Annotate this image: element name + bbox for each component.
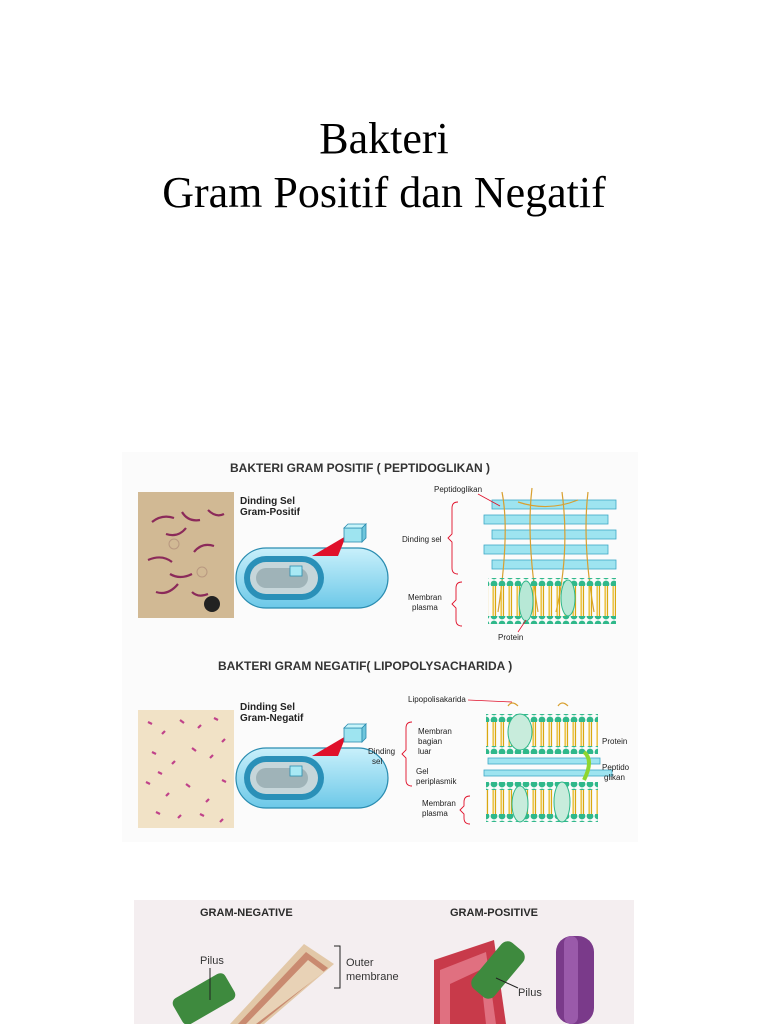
positive-heading: BAKTERI GRAM POSITIF ( PEPTIDOGLIKAN ) bbox=[230, 461, 490, 475]
title-line-1: Bakteri bbox=[319, 114, 449, 163]
page-title: Bakteri Gram Positif dan Negatif bbox=[0, 112, 768, 220]
negative-cell-label-1: Dinding Sel bbox=[240, 702, 295, 713]
outer-membrane-label-1: Outer bbox=[346, 957, 374, 969]
negative-cell-label-2: Gram-Negatif bbox=[240, 713, 304, 724]
peptido-label-2: glikan bbox=[604, 773, 625, 782]
peptido-label-1: Peptido bbox=[602, 763, 630, 772]
negative-micrograph bbox=[138, 710, 234, 828]
gram-diagram-figure: BAKTERI GRAM POSITIF ( PEPTIDOGLIKAN ) D… bbox=[122, 452, 638, 842]
negative-membran-plasma-label-1: Membran bbox=[422, 799, 456, 808]
peptidoglikan-label: Peptidoglikan bbox=[434, 485, 482, 494]
outer-membrane-label-2: membrane bbox=[346, 971, 399, 983]
negative-plasma-membrane bbox=[486, 781, 598, 823]
positive-cell-illustration bbox=[235, 523, 389, 609]
membran-luar-label-3: luar bbox=[418, 747, 432, 756]
title-line-2: Gram Positif dan Negatif bbox=[162, 168, 606, 217]
membran-luar-label-2: bagian bbox=[418, 737, 442, 746]
cell-wall-photo-svg: GRAM-NEGATIVE GRAM-POSITIVE Pilus Outer … bbox=[172, 907, 594, 1024]
positive-membran-label-1: Membran bbox=[408, 593, 442, 602]
gram-positive-heading: GRAM-POSITIVE bbox=[450, 907, 538, 919]
positive-membrane bbox=[488, 578, 616, 624]
positive-cell-label-1: Dinding Sel bbox=[240, 496, 295, 507]
gel-label-2: periplasmik bbox=[416, 777, 457, 786]
positive-wall-layers bbox=[483, 487, 617, 613]
negative-periplasm-layer bbox=[483, 750, 613, 781]
membran-luar-label-1: Membran bbox=[418, 727, 452, 736]
gram-diagram-svg: BAKTERI GRAM POSITIF ( PEPTIDOGLIKAN ) D… bbox=[138, 461, 630, 828]
gram-negative-heading: GRAM-NEGATIVE bbox=[200, 907, 293, 919]
gram-positive-wall-illustration bbox=[434, 936, 594, 1024]
positive-cell-label-2: Gram-Positif bbox=[240, 507, 301, 518]
positive-protein-label: Protein bbox=[498, 633, 523, 642]
negative-membran-plasma-label-2: plasma bbox=[422, 809, 448, 818]
pilus-left-label: Pilus bbox=[200, 955, 224, 967]
negative-cell-illustration bbox=[235, 723, 389, 809]
negative-protein-label: Protein bbox=[602, 737, 627, 746]
negative-heading: BAKTERI GRAM NEGATIF( LIPOPOLYSACHARIDA … bbox=[218, 659, 512, 673]
lipopolisakarida-label: Lipopolisakarida bbox=[408, 695, 466, 704]
positive-membran-label-2: plasma bbox=[412, 603, 438, 612]
negative-dinding-label-2: sel bbox=[372, 757, 382, 766]
gel-label-1: Gel bbox=[416, 767, 429, 776]
dinding-sel-label: Dinding sel bbox=[402, 535, 442, 544]
cell-wall-photo-figure: GRAM-NEGATIVE GRAM-POSITIVE Pilus Outer … bbox=[134, 900, 634, 1024]
pilus-right-label: Pilus bbox=[518, 987, 542, 999]
negative-outer-membrane bbox=[486, 702, 598, 754]
positive-micrograph bbox=[138, 492, 234, 618]
negative-dinding-label-1: Dinding bbox=[368, 747, 395, 756]
gram-negative-wall-illustration bbox=[172, 944, 334, 1024]
